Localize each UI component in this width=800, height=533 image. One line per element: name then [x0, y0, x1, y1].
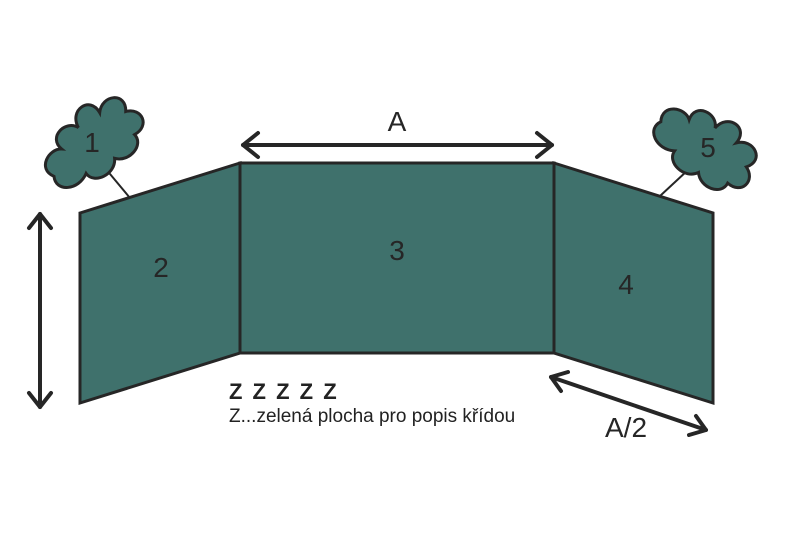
bush-5-shape: [652, 107, 758, 191]
dimension-a-arrow: [241, 131, 554, 159]
panel-4-label: 4: [618, 269, 634, 300]
legend-symbol: Z Z Z Z Z: [229, 379, 339, 404]
dimension-a-half-label: A/2: [605, 412, 647, 443]
bush-1-shape: [43, 96, 145, 189]
connector-right: [659, 169, 689, 197]
dimension-a-half-arrow: [549, 370, 708, 437]
bush-5: [652, 107, 758, 191]
panel-2-label: 2: [153, 252, 169, 283]
bush-1-label: 1: [84, 127, 100, 158]
panel-3-label: 3: [389, 235, 405, 266]
dimension-a-label: A: [388, 106, 407, 137]
legend-description: Z...zelená plocha pro popis křídou: [229, 406, 516, 427]
panel-4-right-wing: [552, 160, 715, 406]
panel-2-left-wing: [78, 160, 242, 406]
height-arrow: [27, 212, 53, 409]
bush-1: [43, 96, 145, 189]
bush-5-label: 5: [700, 132, 716, 163]
